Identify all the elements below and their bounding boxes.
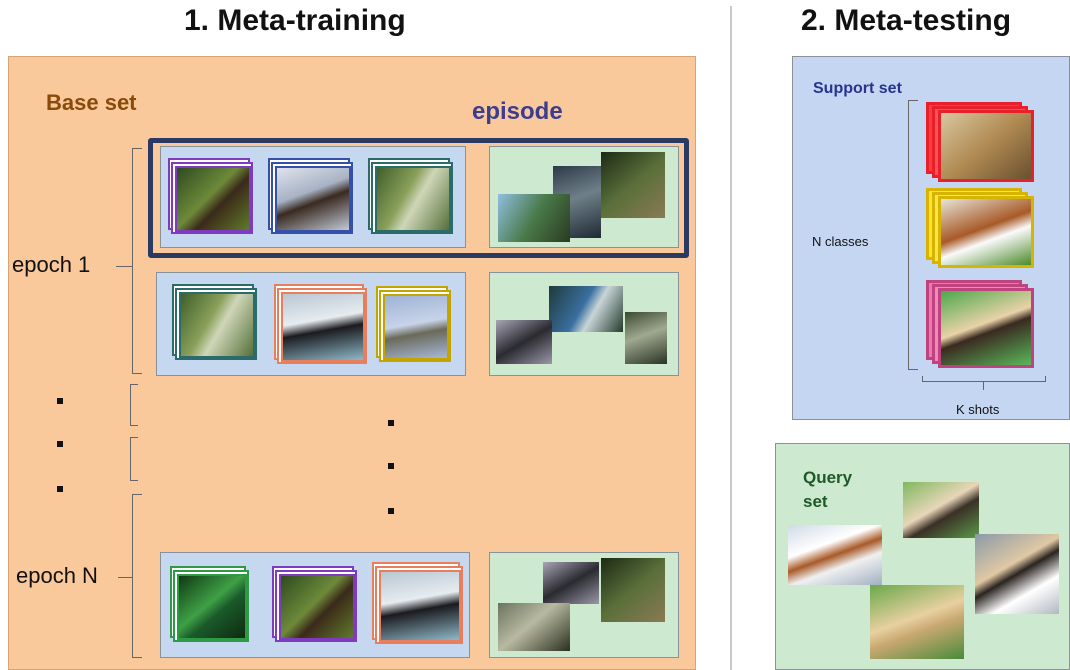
support-set-label: Support set (813, 80, 902, 97)
dog-image-stack (926, 102, 1042, 182)
bird-photo (275, 166, 351, 232)
epoch-brace-small-1 (130, 384, 138, 426)
ellipsis-dot (57, 486, 63, 492)
bird-photo (498, 603, 570, 651)
meta-testing-title: 2. Meta-testing (801, 4, 1012, 37)
epoch-brace-small-2 (130, 437, 138, 481)
ellipsis-dot (388, 463, 394, 469)
ellipsis-dot (57, 398, 63, 404)
query-set-label-line2: set (803, 492, 828, 511)
ellipsis-dot (388, 508, 394, 514)
episode-label: episode (472, 98, 563, 125)
dog-photo (938, 288, 1034, 368)
bird-photo (279, 574, 355, 640)
bird-photo (625, 312, 667, 364)
epoch-n-label: epoch N (16, 563, 98, 588)
base-set-label: Base set (46, 90, 137, 115)
dog-photo (870, 585, 964, 659)
epoch-n-brace (132, 494, 142, 658)
bird-photo (179, 292, 255, 358)
bird-photo (375, 166, 451, 232)
ellipsis-dot (388, 420, 394, 426)
bird-photo (601, 558, 665, 622)
bird-image-stack (172, 284, 258, 362)
bird-photo (177, 574, 247, 640)
bird-photo (383, 294, 449, 360)
bird-photo (496, 320, 552, 364)
bird-image-stack (368, 158, 454, 236)
n-classes-label: N classes (812, 234, 869, 249)
dog-photo (788, 525, 882, 585)
episode-highlight-box (148, 138, 689, 258)
bird-photo (379, 570, 461, 642)
epoch-1-tick (116, 266, 132, 267)
bird-photo (281, 292, 365, 362)
dog-photo (938, 196, 1034, 268)
bird-photo (175, 166, 251, 232)
bird-image-stack (268, 158, 354, 236)
k-shots-label: K shots (956, 402, 1000, 417)
epoch-n-tick (118, 577, 132, 578)
k-shots-brace (922, 376, 1046, 382)
bird-image-stack (372, 562, 463, 644)
n-classes-brace (908, 100, 918, 370)
bird-image-stack (170, 566, 256, 644)
k-shots-tick (983, 382, 984, 390)
dog-image-stack (926, 188, 1042, 274)
bird-image-stack (168, 158, 254, 236)
epoch-1-label: epoch 1 (12, 252, 91, 277)
bird-image-stack (376, 286, 462, 364)
dog-photo (938, 110, 1034, 182)
dog-image-stack (926, 280, 1042, 372)
bird-photo (498, 194, 570, 242)
bird-image-stack (274, 284, 367, 364)
section-divider (730, 6, 732, 670)
dog-photo (975, 534, 1059, 614)
epoch-1-brace (132, 148, 142, 374)
bird-photo (543, 562, 599, 604)
bird-image-stack (272, 566, 358, 644)
bird-photo (601, 152, 665, 218)
query-set-label-line1: Query (803, 468, 853, 487)
ellipsis-dot (57, 441, 63, 447)
meta-training-title: 1. Meta-training (184, 4, 406, 37)
dog-photo (903, 482, 979, 538)
bird-photo (549, 286, 623, 332)
